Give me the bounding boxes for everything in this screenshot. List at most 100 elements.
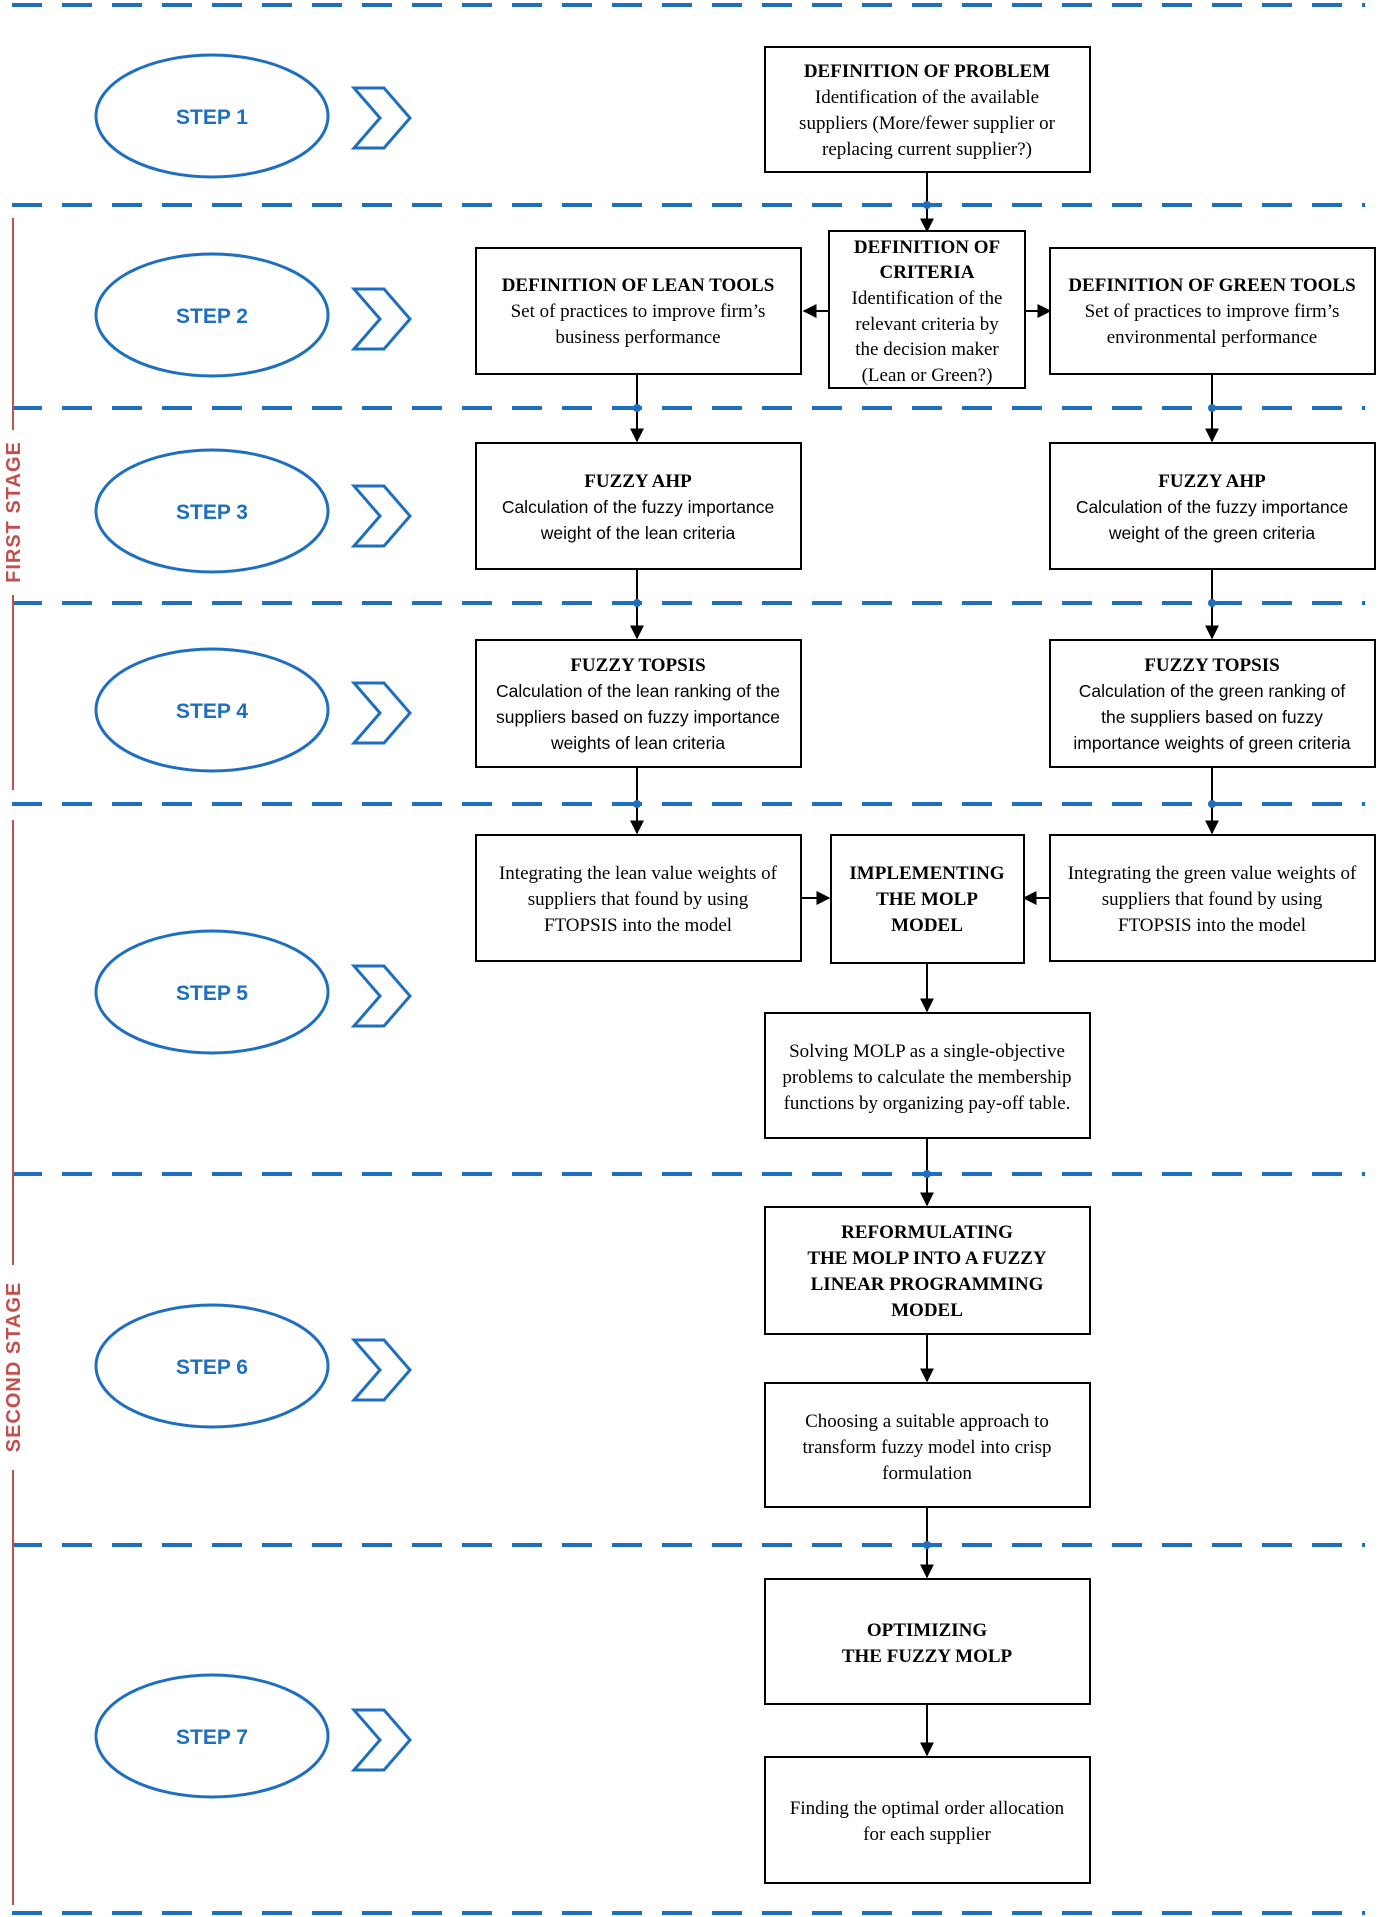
- box-line: Integrating the lean value weights of: [499, 863, 778, 884]
- box-definition-of-lean-tools: DEFINITION OF LEAN TOOLS Set of practice…: [475, 247, 802, 375]
- junction-dot: [923, 201, 931, 209]
- junction-dot: [1208, 404, 1216, 412]
- step-2: STEP 2: [94, 252, 412, 378]
- step-label: STEP 1: [176, 106, 248, 129]
- box-line: Integrating the green value weights of: [1068, 863, 1357, 884]
- box-line: suppliers that found by using: [528, 889, 749, 910]
- step-4: STEP 4: [94, 647, 412, 773]
- box-fuzzy-ahp-lean: FUZZY AHP Calculation of the fuzzy impor…: [475, 442, 802, 570]
- box-line: transform fuzzy model into crisp: [802, 1437, 1051, 1458]
- box-title: IMPLEMENTING: [849, 863, 1004, 884]
- junction-dot: [633, 800, 641, 808]
- box-line: functions by organizing pay-off table.: [784, 1093, 1071, 1114]
- box-fuzzy-ahp-green: FUZZY AHP Calculation of the fuzzy impor…: [1049, 442, 1376, 570]
- junction-dot: [1208, 800, 1216, 808]
- chevron-right-icon: [350, 1708, 412, 1772]
- chevron-right-icon: [350, 1338, 412, 1402]
- step-ellipse: [94, 647, 330, 773]
- step-separators: [12, 3, 1365, 1915]
- chevron-right-icon: [350, 287, 412, 351]
- first-stage-label: FIRST STAGE: [3, 441, 25, 583]
- box-title: DEFINITION OF: [854, 237, 1000, 258]
- box-title: CRITERIA: [879, 262, 974, 283]
- box-frame: [1049, 247, 1376, 375]
- step-3: STEP 3: [94, 448, 412, 574]
- box-frame: [828, 230, 1026, 389]
- box-reformulating: REFORMULATING THE MOLP INTO A FUZZY LINE…: [764, 1206, 1091, 1335]
- box-line: suppliers based on fuzzy importance: [496, 707, 780, 727]
- box-title: THE MOLP: [876, 889, 978, 910]
- step-1: STEP 1: [94, 53, 412, 179]
- box-title: DEFINITION OF LEAN TOOLS: [502, 275, 775, 296]
- box-implementing-molp: IMPLEMENTING THE MOLP MODEL: [830, 834, 1025, 964]
- second-stage-marker: SECOND STAGE: [3, 820, 25, 1905]
- step-ellipse: [94, 1303, 330, 1429]
- step-5: STEP 5: [94, 929, 412, 1055]
- box-line: Set of practices to improve firm’s: [1085, 301, 1340, 322]
- box-frame: [475, 639, 802, 768]
- step-label: STEP 7: [176, 1726, 248, 1749]
- box-line: the suppliers based on fuzzy: [1101, 707, 1323, 727]
- box-title: THE MOLP INTO A FUZZY: [807, 1248, 1047, 1269]
- step-label: STEP 5: [176, 982, 248, 1005]
- chevron-right-icon: [350, 484, 412, 548]
- box-line: Calculation of the fuzzy importance: [1076, 497, 1348, 517]
- box-title: MODEL: [891, 1300, 963, 1321]
- box-line: the decision maker: [855, 339, 999, 360]
- box-line: importance weights of green criteria: [1073, 733, 1350, 753]
- chevron-right-icon: [350, 681, 412, 745]
- box-line: business performance: [555, 327, 720, 348]
- box-frame: [764, 1756, 1091, 1884]
- junction-dot: [923, 1170, 931, 1178]
- box-line: suppliers (More/fewer supplier or: [799, 113, 1056, 134]
- box-line: Solving MOLP as a single-objective: [789, 1041, 1065, 1062]
- box-integrate-lean: Integrating the lean value weights of su…: [475, 834, 802, 962]
- box-line: Identification of the: [852, 288, 1003, 309]
- junction-dot: [633, 404, 641, 412]
- box-title: REFORMULATING: [841, 1222, 1013, 1243]
- box-frame: [764, 1012, 1091, 1139]
- box-title: FUZZY AHP: [1158, 471, 1266, 492]
- box-integrate-green: Integrating the green value weights of s…: [1049, 834, 1376, 962]
- box-definition-of-green-tools: DEFINITION OF GREEN TOOLS Set of practic…: [1049, 247, 1376, 375]
- box-line: Identification of the available: [815, 87, 1039, 108]
- box-line: replacing current supplier?): [822, 139, 1032, 160]
- box-line: Choosing a suitable approach to: [805, 1411, 1049, 1432]
- box-line: weight of the lean criteria: [540, 523, 736, 543]
- box-line: Calculation of the lean ranking of the: [496, 681, 780, 701]
- box-title: DEFINITION OF PROBLEM: [804, 61, 1050, 82]
- junction-dot: [1208, 599, 1216, 607]
- box-line: suppliers that found by using: [1102, 889, 1323, 910]
- box-title: FUZZY AHP: [584, 471, 692, 492]
- box-title: MODEL: [891, 915, 963, 936]
- box-line: weight of the green criteria: [1108, 523, 1315, 543]
- box-line: Calculation of the green ranking of: [1079, 681, 1346, 701]
- box-line: Finding the optimal order allocation: [790, 1798, 1065, 1819]
- box-title: FUZZY TOPSIS: [1144, 655, 1279, 676]
- box-solving-molp: Solving MOLP as a single-objective probl…: [764, 1012, 1091, 1139]
- box-frame: [475, 442, 802, 570]
- chevron-right-icon: [350, 86, 412, 150]
- box-frame: [830, 834, 1025, 964]
- step-label: STEP 4: [176, 700, 248, 723]
- box-frame: [1049, 834, 1376, 962]
- box-line: formulation: [882, 1463, 972, 1484]
- box-frame: [1049, 639, 1376, 768]
- junction-dot: [633, 599, 641, 607]
- box-line: relevant criteria by: [855, 314, 999, 335]
- box-definition-of-problem: DEFINITION OF PROBLEM Identification of …: [764, 46, 1091, 173]
- junction-dots: [633, 201, 1216, 1549]
- box-frame: [764, 46, 1091, 173]
- step-label: STEP 3: [176, 501, 248, 524]
- box-choosing-approach: Choosing a suitable approach to transfor…: [764, 1382, 1091, 1508]
- box-line: Calculation of the fuzzy importance: [502, 497, 774, 517]
- chevron-right-icon: [350, 964, 412, 1028]
- box-line: weights of lean criteria: [550, 733, 725, 753]
- box-title: LINEAR PROGRAMMING: [811, 1274, 1044, 1295]
- box-line: environmental performance: [1107, 327, 1317, 348]
- step-ellipse: [94, 929, 330, 1055]
- box-frame: [764, 1578, 1091, 1705]
- box-line: for each supplier: [863, 1824, 991, 1845]
- box-line: problems to calculate the membership: [782, 1067, 1071, 1088]
